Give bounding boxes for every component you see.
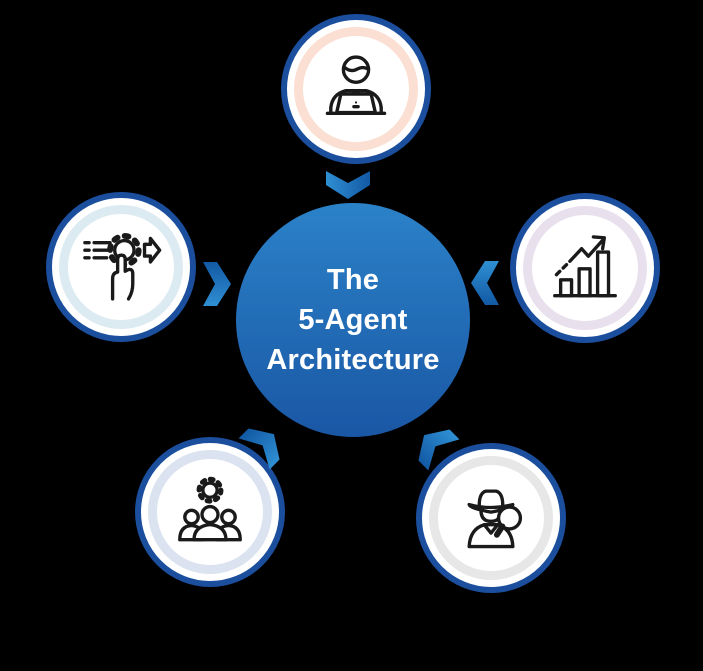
agent-node-right bbox=[510, 193, 660, 343]
node-ring-top bbox=[294, 27, 418, 151]
detective-magnifier-icon bbox=[449, 476, 533, 560]
team-gear-icon bbox=[168, 470, 252, 554]
person-at-laptop-icon bbox=[314, 47, 398, 131]
agent-node-bottom-right bbox=[416, 443, 566, 593]
node-ring-bottom-left bbox=[148, 450, 272, 574]
agent-node-top bbox=[281, 14, 431, 164]
arrow-up-left-icon bbox=[418, 429, 460, 471]
arrow-right-icon bbox=[203, 262, 231, 306]
arrow-down-icon bbox=[326, 171, 370, 199]
node-ring-bottom-right bbox=[429, 456, 553, 580]
agent-node-left bbox=[46, 192, 196, 342]
title-line-2: 5-Agent bbox=[298, 304, 408, 336]
hand-gear-arrow-icon bbox=[79, 225, 163, 309]
center-hub-circle: The 5-Agent Architecture bbox=[236, 203, 470, 437]
arrow-left-icon bbox=[471, 261, 499, 305]
arrow-up-right-icon bbox=[238, 428, 280, 470]
agent-node-bottom-left bbox=[135, 437, 285, 587]
title-line-1: The bbox=[326, 264, 380, 296]
bar-chart-growth-icon bbox=[543, 226, 627, 310]
title-line-3: Architecture bbox=[266, 344, 440, 376]
node-ring-left bbox=[59, 205, 183, 329]
node-ring-right bbox=[523, 206, 647, 330]
diagram-title: The 5-Agent Architecture bbox=[266, 260, 439, 380]
